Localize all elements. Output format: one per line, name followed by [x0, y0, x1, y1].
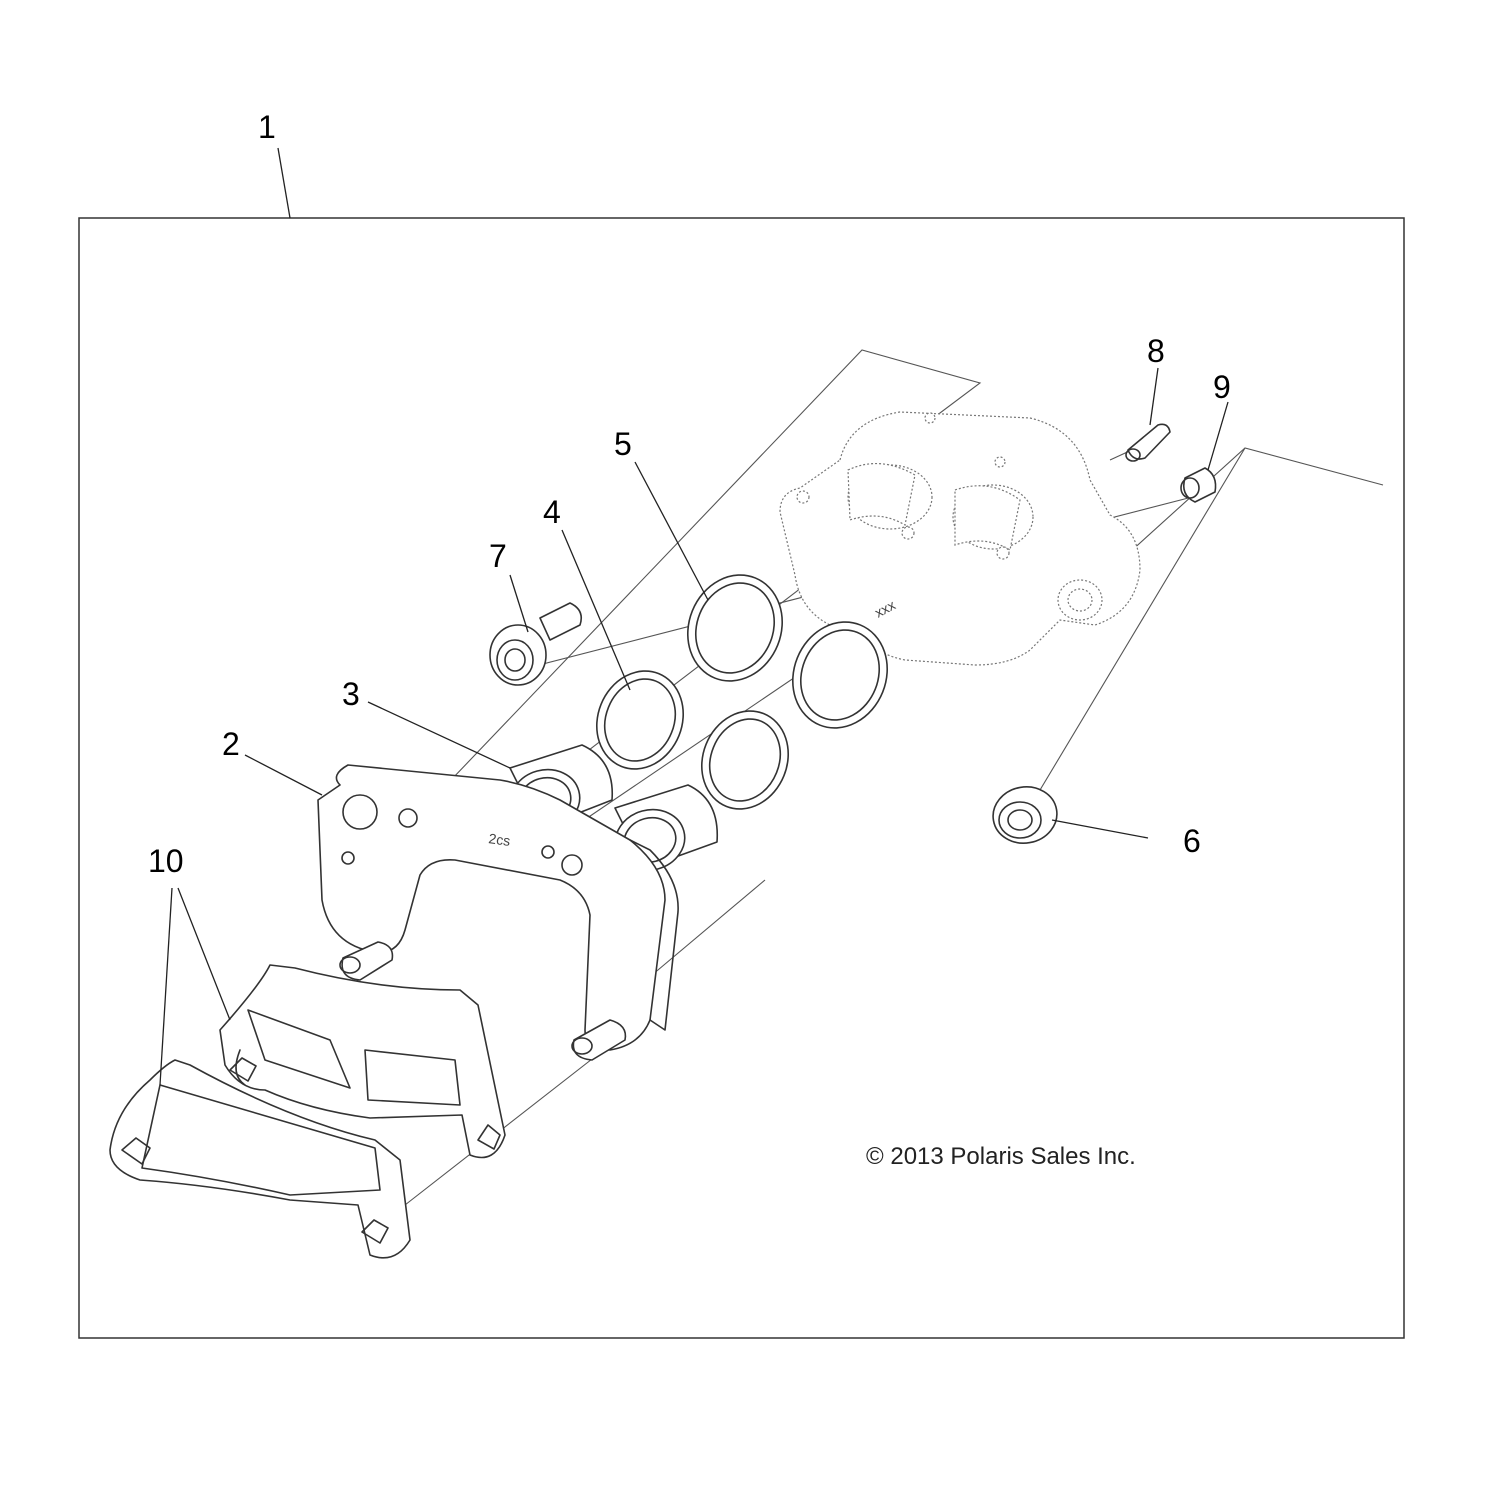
seal-ring-4b: [700, 710, 790, 810]
callout-8: 8: [1147, 333, 1165, 369]
callout-2: 2: [222, 726, 240, 762]
caliper-body: xxx: [779, 411, 1141, 666]
seal-ring-5b: [791, 621, 889, 729]
callout-5: 5: [614, 426, 632, 462]
seal-ring-4: [595, 670, 685, 770]
bleeder-screw-8: [1125, 423, 1171, 462]
assembly-frame: [78, 217, 1405, 1339]
boot-pin-7: [489, 602, 583, 686]
bracket-stamp: 2cs: [488, 830, 512, 849]
copyright-notice: © 2013 Polaris Sales Inc.: [866, 1143, 1136, 1170]
leader-lines: [159, 147, 1229, 1086]
callout-4: 4: [543, 494, 561, 530]
callout-labels: 1 2 3 4 5 6 7 8 9 10: [148, 109, 1231, 879]
callout-3: 3: [342, 676, 360, 712]
mounting-bracket-2: 2cs: [317, 764, 679, 1061]
brake-pads-10: [109, 964, 506, 1259]
callout-1: 1: [258, 109, 276, 145]
seal-ring-5: [686, 574, 784, 682]
callout-10: 10: [148, 843, 184, 879]
bleeder-cap-9: [1180, 467, 1217, 503]
callout-9: 9: [1213, 369, 1231, 405]
boot-6: [992, 786, 1058, 844]
callout-6: 6: [1183, 823, 1201, 859]
callout-7: 7: [489, 538, 507, 574]
